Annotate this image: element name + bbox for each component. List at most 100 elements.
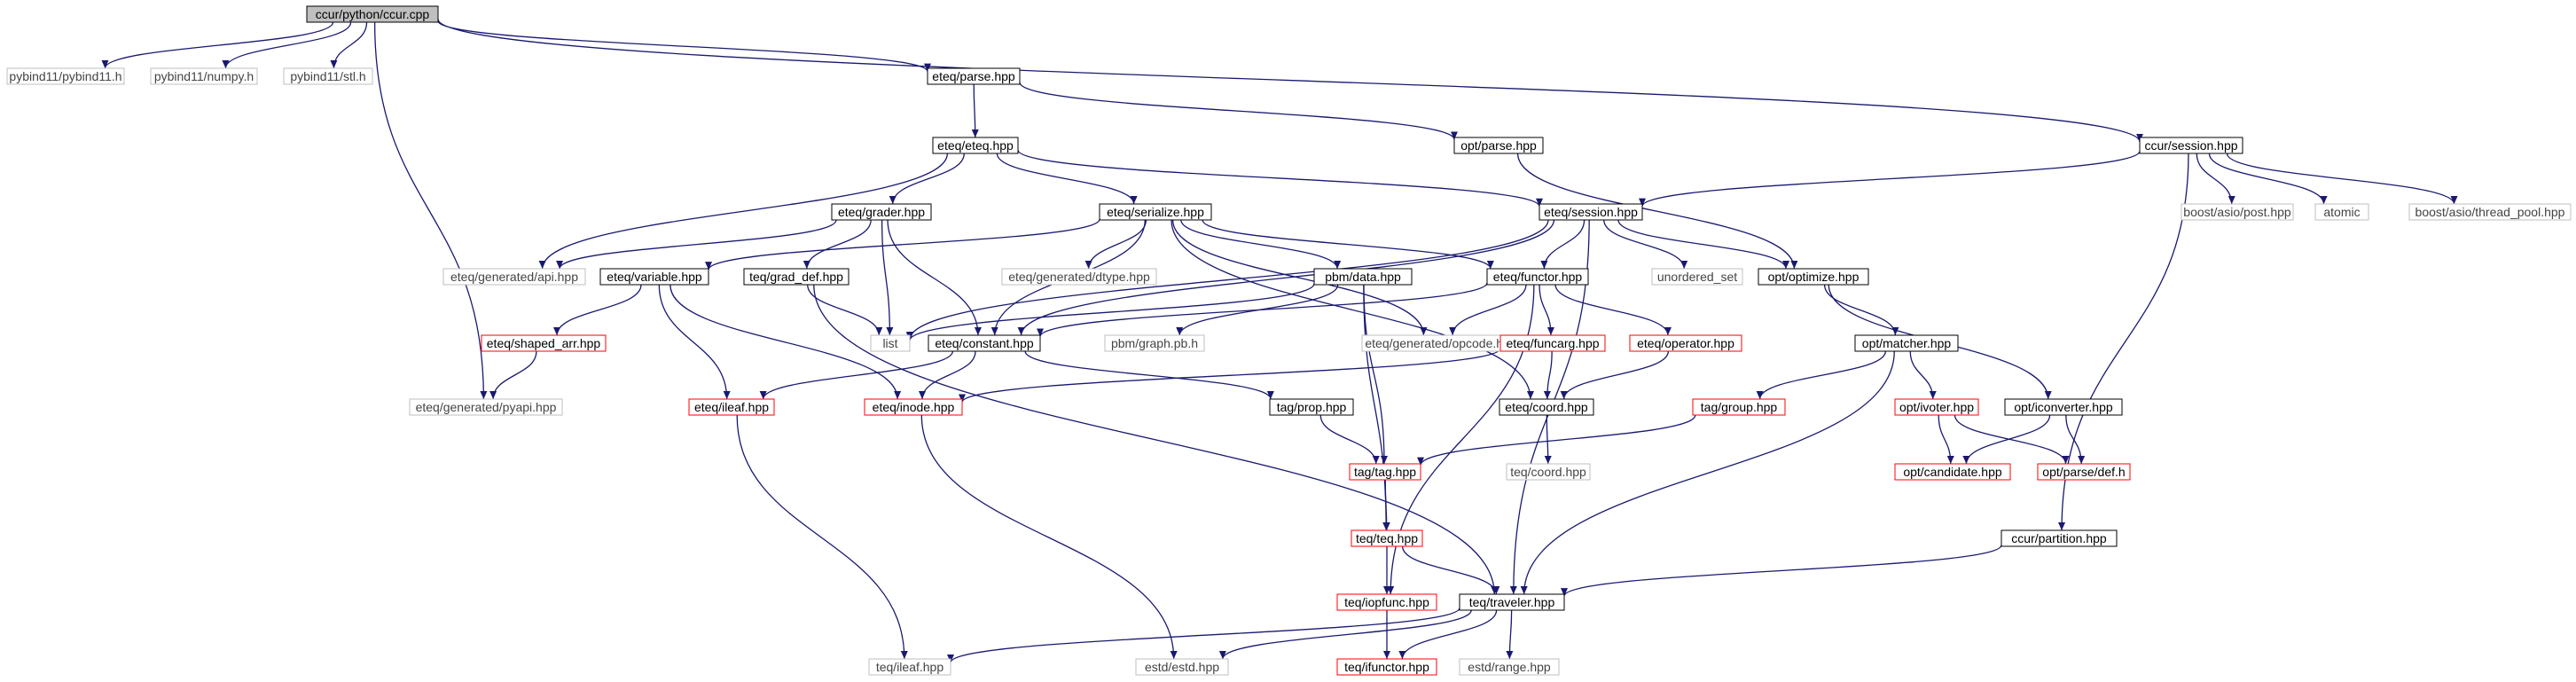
node-pybind11[interactable]: pybind11/pybind11.h [6, 67, 125, 85]
node-boost_post[interactable]: boost/asio/post.hpp [2181, 203, 2294, 221]
node-eteq_grader[interactable]: eteq/grader.hpp [831, 203, 932, 221]
edge-eteq_grader-to-teq_grad_def [803, 219, 872, 270]
edge-ccur_cpp-to-pybind11 [101, 21, 334, 69]
node-box [1854, 334, 1959, 352]
node-eteq_parse[interactable]: eteq/parse.hpp [927, 67, 1021, 85]
node-label: eteq/generated/opcode.hpp [1365, 336, 1516, 350]
node-eteq_ileaf[interactable]: eteq/ileaf.hpp [688, 398, 775, 416]
node-box [1336, 658, 1437, 676]
node-opt_candidate[interactable]: opt/candidate.hpp [1894, 463, 2011, 481]
node-label: eteq/ileaf.hpp [694, 400, 769, 414]
node-teq_coord[interactable]: teq/coord.hpp [1506, 463, 1591, 481]
node-numpy[interactable]: pybind11/numpy.h [150, 67, 258, 85]
edge-teq_grad_def-to-list [807, 284, 883, 336]
edge-pbm_data-to-tag_tag [1363, 284, 1388, 465]
node-eteq_constant[interactable]: eteq/constant.hpp [928, 334, 1041, 352]
node-stl[interactable]: pybind11/stl.h [283, 67, 373, 85]
edge-opt_matcher-to-opt_ivoter [1909, 350, 1937, 400]
node-opt_parse_def[interactable]: opt/parse/def.h [2037, 463, 2131, 481]
node-box [2181, 203, 2294, 221]
node-teq_ifunctor[interactable]: teq/ifunctor.hpp [1336, 658, 1437, 676]
node-label: opt/ivoter.hpp [1899, 400, 1974, 414]
node-box [2408, 203, 2572, 221]
edge-teq_traveler-to-estd_range [1506, 609, 1514, 660]
node-eteq_coord[interactable]: eteq/coord.hpp [1499, 398, 1594, 416]
edges-layer [101, 19, 2458, 663]
node-gen_dtype[interactable]: eteq/generated/dtype.hpp [1001, 268, 1157, 286]
node-opt_optimize[interactable]: opt/optimize.hpp [1758, 268, 1869, 286]
edge-eteq_variable-to-eteq_ileaf [658, 284, 731, 400]
node-tag_prop[interactable]: tag/prop.hpp [1269, 398, 1354, 416]
node-boost_pool[interactable]: boost/asio/thread_pool.hpp [2408, 203, 2572, 221]
edge-eteq_funcarg-to-eteq_inode [959, 348, 1501, 404]
node-teq_teq[interactable]: teq/teq.hpp [1351, 529, 1423, 547]
edge-eteq_variable-to-shaped_arr [553, 284, 642, 336]
node-label: list [882, 336, 897, 350]
node-estd_range[interactable]: estd/range.hpp [1459, 658, 1560, 676]
edge-ccur_session-to-atomic [2208, 153, 2328, 205]
node-label: teq/iopfunc.hpp [1344, 595, 1429, 609]
node-eteq_funcarg[interactable]: eteq/funcarg.hpp [1499, 334, 1606, 352]
edge-eteq_functor-to-eteq_constant [1037, 282, 1488, 337]
edge-eteq_eteq-to-eteq_serialize [996, 153, 1138, 205]
node-estd_estd[interactable]: estd/estd.hpp [1135, 658, 1229, 676]
node-box [1499, 398, 1594, 416]
node-label: boost/asio/post.hpp [2183, 205, 2291, 219]
node-tag_tag[interactable]: tag/tag.hpp [1349, 463, 1421, 481]
node-eteq_inode[interactable]: eteq/inode.hpp [864, 398, 963, 416]
node-shaped_arr[interactable]: eteq/shaped_arr.hpp [481, 334, 607, 352]
edge-pbm_data-to-teq_teq [1363, 284, 1390, 531]
node-eteq_eteq[interactable]: eteq/eteq.hpp [932, 137, 1019, 154]
node-box [1349, 463, 1421, 481]
node-tag_group[interactable]: tag/group.hpp [1692, 398, 1786, 416]
node-label: teq/ileaf.hpp [876, 660, 943, 674]
node-ccur_session[interactable]: ccur/session.hpp [2139, 137, 2243, 154]
node-label: opt/candidate.hpp [1903, 465, 2002, 479]
node-label: teq/teq.hpp [1356, 531, 1418, 545]
edge-pbm_data-to-list [906, 283, 1315, 341]
node-list[interactable]: list [870, 334, 911, 352]
node-eteq_variable[interactable]: eteq/variable.hpp [599, 268, 709, 286]
node-label: pbm/data.hpp [1325, 270, 1401, 284]
edge-opt_ivoter-to-opt_candidate [1938, 414, 1954, 465]
node-label: teq/traveler.hpp [1469, 595, 1555, 609]
node-box [928, 334, 1041, 352]
node-box [2139, 137, 2243, 154]
node-label: eteq/variable.hpp [607, 270, 702, 284]
node-box [442, 268, 586, 286]
edge-eteq_serialize-to-eteq_coord [1171, 219, 1534, 400]
node-opt_matcher[interactable]: opt/matcher.hpp [1854, 334, 1959, 352]
node-eteq_operator[interactable]: eteq/operator.hpp [1629, 334, 1742, 352]
node-opt_parse[interactable]: opt/parse.hpp [1453, 137, 1544, 154]
node-ccur_cpp[interactable]: ccur/python/ccur.cpp [306, 5, 439, 23]
node-eteq_functor[interactable]: eteq/functor.hpp [1486, 268, 1589, 286]
node-teq_ileaf[interactable]: teq/ileaf.hpp [868, 658, 951, 676]
node-ccur_partition[interactable]: ccur/partition.hpp [2001, 529, 2118, 547]
edge-eteq_operator-to-eteq_coord [1560, 350, 1670, 400]
node-pbm_data[interactable]: pbm/data.hpp [1313, 268, 1413, 286]
node-gen_opcode[interactable]: eteq/generated/opcode.hpp [1361, 334, 1521, 352]
edge-eteq_coord-to-teq_coord [1544, 414, 1552, 465]
node-gen_pyapi[interactable]: eteq/generated/pyapi.hpp [409, 398, 563, 416]
node-gen_api[interactable]: eteq/generated/api.hpp [442, 268, 586, 286]
node-box [1692, 398, 1786, 416]
edge-eteq_inode-to-estd_estd [920, 414, 1178, 660]
node-graph_pb[interactable]: pbm/graph.pb.h [1104, 334, 1205, 352]
node-atomic[interactable]: atomic [2314, 203, 2369, 221]
node-teq_traveler[interactable]: teq/traveler.hpp [1459, 593, 1565, 611]
node-eteq_session[interactable]: eteq/session.hpp [1539, 203, 1643, 221]
node-opt_iconverter[interactable]: opt/iconverter.hpp [2004, 398, 2123, 416]
node-opt_ivoter[interactable]: opt/ivoter.hpp [1894, 398, 1979, 416]
edge-eteq_variable-to-eteq_inode [669, 284, 902, 400]
node-teq_iopfunc[interactable]: teq/iopfunc.hpp [1336, 593, 1437, 611]
node-label: estd/range.hpp [1468, 660, 1551, 674]
node-label: teq/grad_def.hpp [749, 270, 843, 284]
node-box [864, 398, 963, 416]
node-teq_grad_def[interactable]: teq/grad_def.hpp [743, 268, 850, 286]
edge-eteq_constant-to-eteq_inode [919, 350, 976, 400]
node-eteq_serialize[interactable]: eteq/serialize.hpp [1099, 203, 1212, 221]
edge-teq_teq-to-teq_traveler [1401, 545, 1500, 595]
node-label: eteq/coord.hpp [1505, 400, 1588, 414]
node-unordered_set[interactable]: unordered_set [1651, 268, 1743, 286]
edge-eteq_constant-to-tag_prop [1024, 350, 1274, 400]
